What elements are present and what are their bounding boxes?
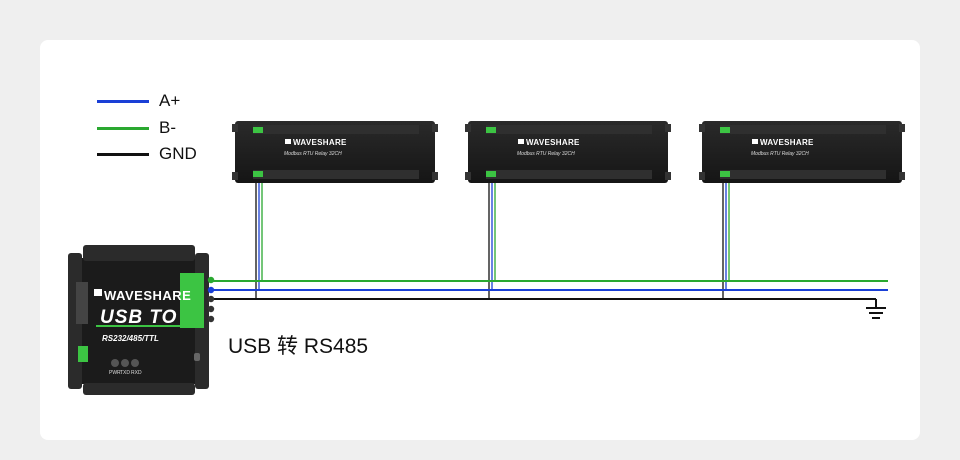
led-pwr [111,359,119,367]
led-rxd [131,359,139,367]
converter-caption: USB 转 RS485 [228,335,369,358]
relay-module-1 [232,121,438,183]
legend-swatch-gnd [97,153,149,156]
usb-converter-device [68,245,215,395]
relay-1-brand: WAVESHARE [293,138,347,147]
led-label-txd: TXD [120,370,130,376]
relay-3-model: Modbus RTU Relay 32CH [751,151,809,157]
converter-title: USB TO [100,307,178,328]
led-label-rxd: RXD [131,370,142,376]
relay-module-3 [699,121,905,183]
led-label-pwr: PWR [109,370,121,376]
waveshare-logo-icon [752,139,758,144]
relay-drop-wires [255,183,730,300]
db9-port [76,282,88,324]
legend-label-b-minus: B- [159,118,176,137]
legend-swatch-a-plus [97,100,149,103]
ground-symbol-icon [866,299,886,319]
usb-port-icon [78,346,88,362]
led-txd [121,359,129,367]
converter-switch [194,353,200,361]
relay-1-model: Modbus RTU Relay 32CH [284,151,342,157]
converter-terminal-block [180,273,204,328]
converter-subtitle: RS232/485/TTL [102,334,159,343]
legend-label-gnd: GND [159,144,197,163]
relay-2-model: Modbus RTU Relay 32CH [517,151,575,157]
waveshare-logo-icon [285,139,291,144]
converter-brand: WAVESHARE [104,288,192,303]
waveshare-logo-icon [518,139,524,144]
legend-label-a-plus: A+ [159,91,181,110]
relay-2-brand: WAVESHARE [526,138,580,147]
relay-3-brand: WAVESHARE [760,138,814,147]
legend-swatch-b-minus [97,127,149,130]
waveshare-logo-icon [94,289,102,296]
relay-module-2 [465,121,671,183]
